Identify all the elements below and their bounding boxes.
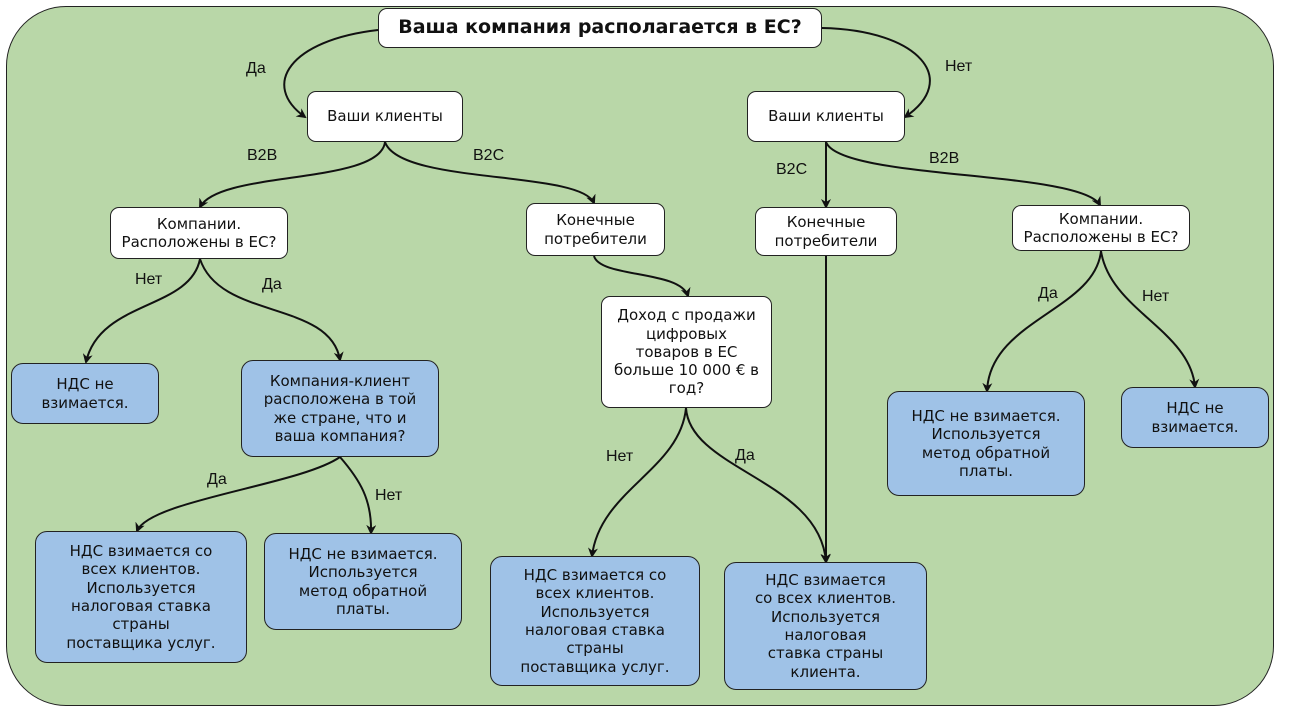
node-clients-right: Ваши клиенты	[747, 91, 905, 142]
edge-eu-left-no	[82, 258, 201, 364]
node-vat-all-supplier-2: НДС взимается со всех клиентов. Использу…	[490, 556, 700, 686]
edge-root-no	[821, 27, 931, 119]
node-clients-left: Ваши клиенты	[307, 91, 463, 142]
node-vat-not-charged-1: НДС не взимается.	[11, 363, 159, 424]
node-end-consumers-right: Конечные потребители	[755, 207, 897, 256]
edge-same-country-no	[339, 456, 377, 535]
label-left-b2c: B2C	[473, 147, 505, 164]
edge-left-b2c	[384, 141, 596, 205]
edge-right-b2b	[825, 141, 1102, 207]
node-vat-not-charged-2: НДС не взимается.	[1121, 387, 1269, 448]
label-root-yes: Да	[246, 60, 266, 77]
edge-root-yes	[283, 29, 379, 119]
node-income-question: Доход с продажи цифровых товаров в ЕС бо…	[601, 296, 772, 408]
label-same-country-yes: Да	[207, 471, 227, 488]
label-same-country-no: Нет	[375, 487, 403, 504]
node-companies-eu-left: Компании. Расположены в ЕС?	[110, 207, 288, 259]
node-vat-reverse-1: НДС не взимается. Используется метод обр…	[264, 533, 462, 630]
edge-eu-right-no	[1100, 250, 1200, 389]
node-vat-all-client: НДС взимается со всех клиентов. Использу…	[724, 562, 927, 690]
label-eu-left-yes: Да	[262, 276, 282, 293]
edge-eu-right-yes	[982, 250, 1102, 393]
edge-endcons-left	[593, 255, 691, 298]
label-eu-right-no: Нет	[1142, 288, 1170, 305]
edge-eu-left-yes	[199, 258, 344, 362]
label-income-yes: Да	[735, 447, 755, 464]
edge-same-country-yes	[135, 456, 341, 533]
label-right-b2b: B2B	[929, 150, 960, 167]
node-vat-reverse-2: НДС не взимается. Используется метод обр…	[887, 391, 1085, 496]
node-companies-eu-right: Компании. Расположены в ЕС?	[1012, 205, 1190, 251]
label-income-no: Нет	[606, 448, 634, 465]
label-right-b2c: B2C	[776, 161, 808, 178]
label-eu-left-no: Нет	[135, 271, 163, 288]
label-root-no: Нет	[945, 58, 973, 75]
label-left-b2b: B2B	[247, 147, 278, 164]
edge-income-yes	[685, 407, 831, 564]
node-end-consumers-left: Конечные потребители	[526, 203, 665, 256]
edge-left-b2b	[199, 141, 386, 209]
node-vat-all-supplier-1: НДС взимается со всех клиентов. Использу…	[35, 531, 247, 663]
node-root-question: Ваша компания располагается в ЕС?	[378, 8, 822, 48]
edge-income-no	[588, 407, 687, 558]
label-eu-right-yes: Да	[1038, 285, 1058, 302]
node-same-country-question: Компания-клиент расположена в той же стр…	[241, 360, 439, 457]
